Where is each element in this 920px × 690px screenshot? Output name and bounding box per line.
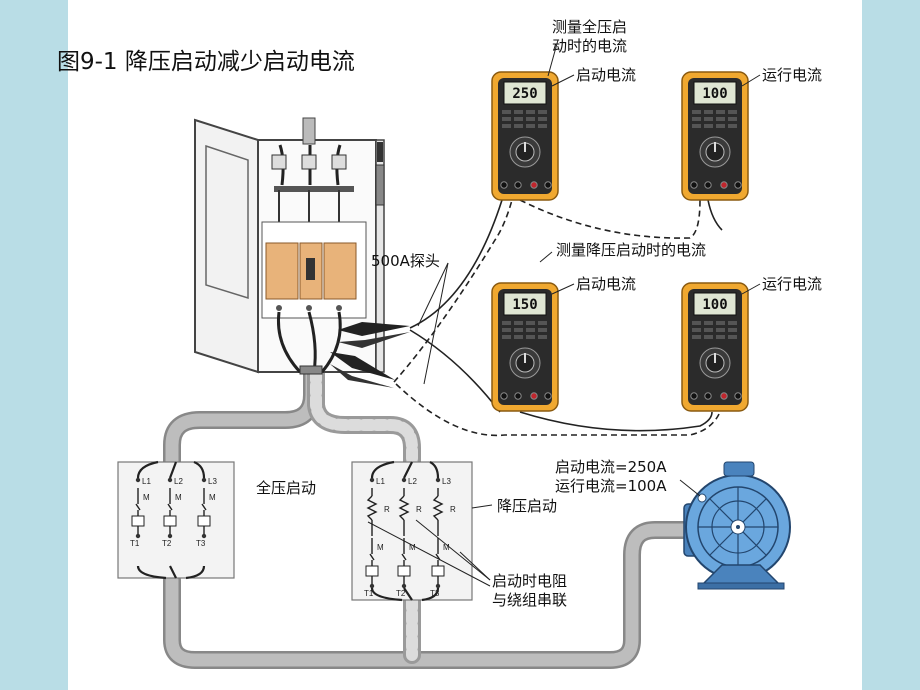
line-terminal-label: L2 — [408, 477, 417, 486]
label-probe: 500A探头 — [371, 252, 440, 270]
disconnect-panel — [194, 117, 385, 375]
contact-label: M — [377, 543, 384, 552]
label-start-current-bottom: 启动电流 — [576, 275, 637, 293]
resistor-label: R — [384, 505, 390, 514]
reduced-voltage-starter: L1R M T1 L2R M T2 L3R M T3 — [351, 460, 473, 602]
page-title: 图9-1 降压启动减少启动电流 — [57, 49, 355, 75]
label-measure-full: 测量全压启 动时的电流 — [552, 18, 627, 56]
label-full-voltage-start: 全压启动 — [256, 479, 317, 497]
multimeter-top-right: 100 — [681, 71, 749, 201]
full-voltage-starter: L1M T1 L2M T2 L3M T3 — [117, 460, 235, 580]
contact-label: M — [143, 493, 150, 502]
contact-label: M — [209, 493, 216, 502]
contact-label: M — [409, 543, 416, 552]
load-terminal-label: T2 — [396, 589, 406, 598]
resistor-label: R — [450, 505, 456, 514]
motor — [683, 461, 791, 590]
line-terminal-label: L1 — [376, 477, 385, 486]
line-terminal-label: L2 — [174, 477, 183, 486]
load-terminal-label: T3 — [430, 589, 440, 598]
load-terminal-label: T1 — [364, 589, 374, 598]
contact-label: M — [175, 493, 182, 502]
multimeter-bottom-right: 100 — [681, 282, 749, 412]
load-terminal-label: T1 — [130, 539, 140, 548]
label-run-current-bottom: 运行电流 — [762, 275, 823, 293]
multimeter-bottom-left: 150 — [491, 282, 559, 412]
load-terminal-label: T3 — [196, 539, 206, 548]
line-terminal-label: L3 — [442, 477, 451, 486]
label-motor-info: 启动电流=250A 运行电流=100A — [555, 458, 667, 495]
meter-reading: 250 — [512, 86, 537, 102]
meter-reading: 100 — [702, 86, 727, 102]
label-measure-full-text: 测量全压启 动时的电流 — [552, 18, 628, 55]
label-measure-reduced: 测量降压启动时的电流 — [556, 241, 707, 259]
meter-reading: 150 — [512, 297, 537, 313]
label-start-current-top: 启动电流 — [576, 66, 637, 84]
contact-label: M — [443, 543, 450, 552]
resistor-label: R — [416, 505, 422, 514]
meter-reading: 100 — [702, 297, 727, 313]
conduit-cables — [163, 363, 699, 669]
label-run-current-top: 运行电流 — [762, 66, 823, 84]
load-terminal-label: T2 — [162, 539, 172, 548]
label-resistor-series: 启动时电阻 与绕组串联 — [492, 572, 568, 609]
label-reduced-voltage-start: 降压启动 — [497, 497, 558, 515]
clamp-probe-top — [338, 322, 410, 348]
clamp-probe-bottom — [330, 352, 395, 388]
line-terminal-label: L3 — [208, 477, 217, 486]
multimeter-top-left: 250 — [491, 71, 559, 201]
meters-layer: 250 100 150 100 — [491, 71, 749, 412]
line-terminal-label: L1 — [142, 477, 151, 486]
probe-leads — [393, 199, 723, 437]
